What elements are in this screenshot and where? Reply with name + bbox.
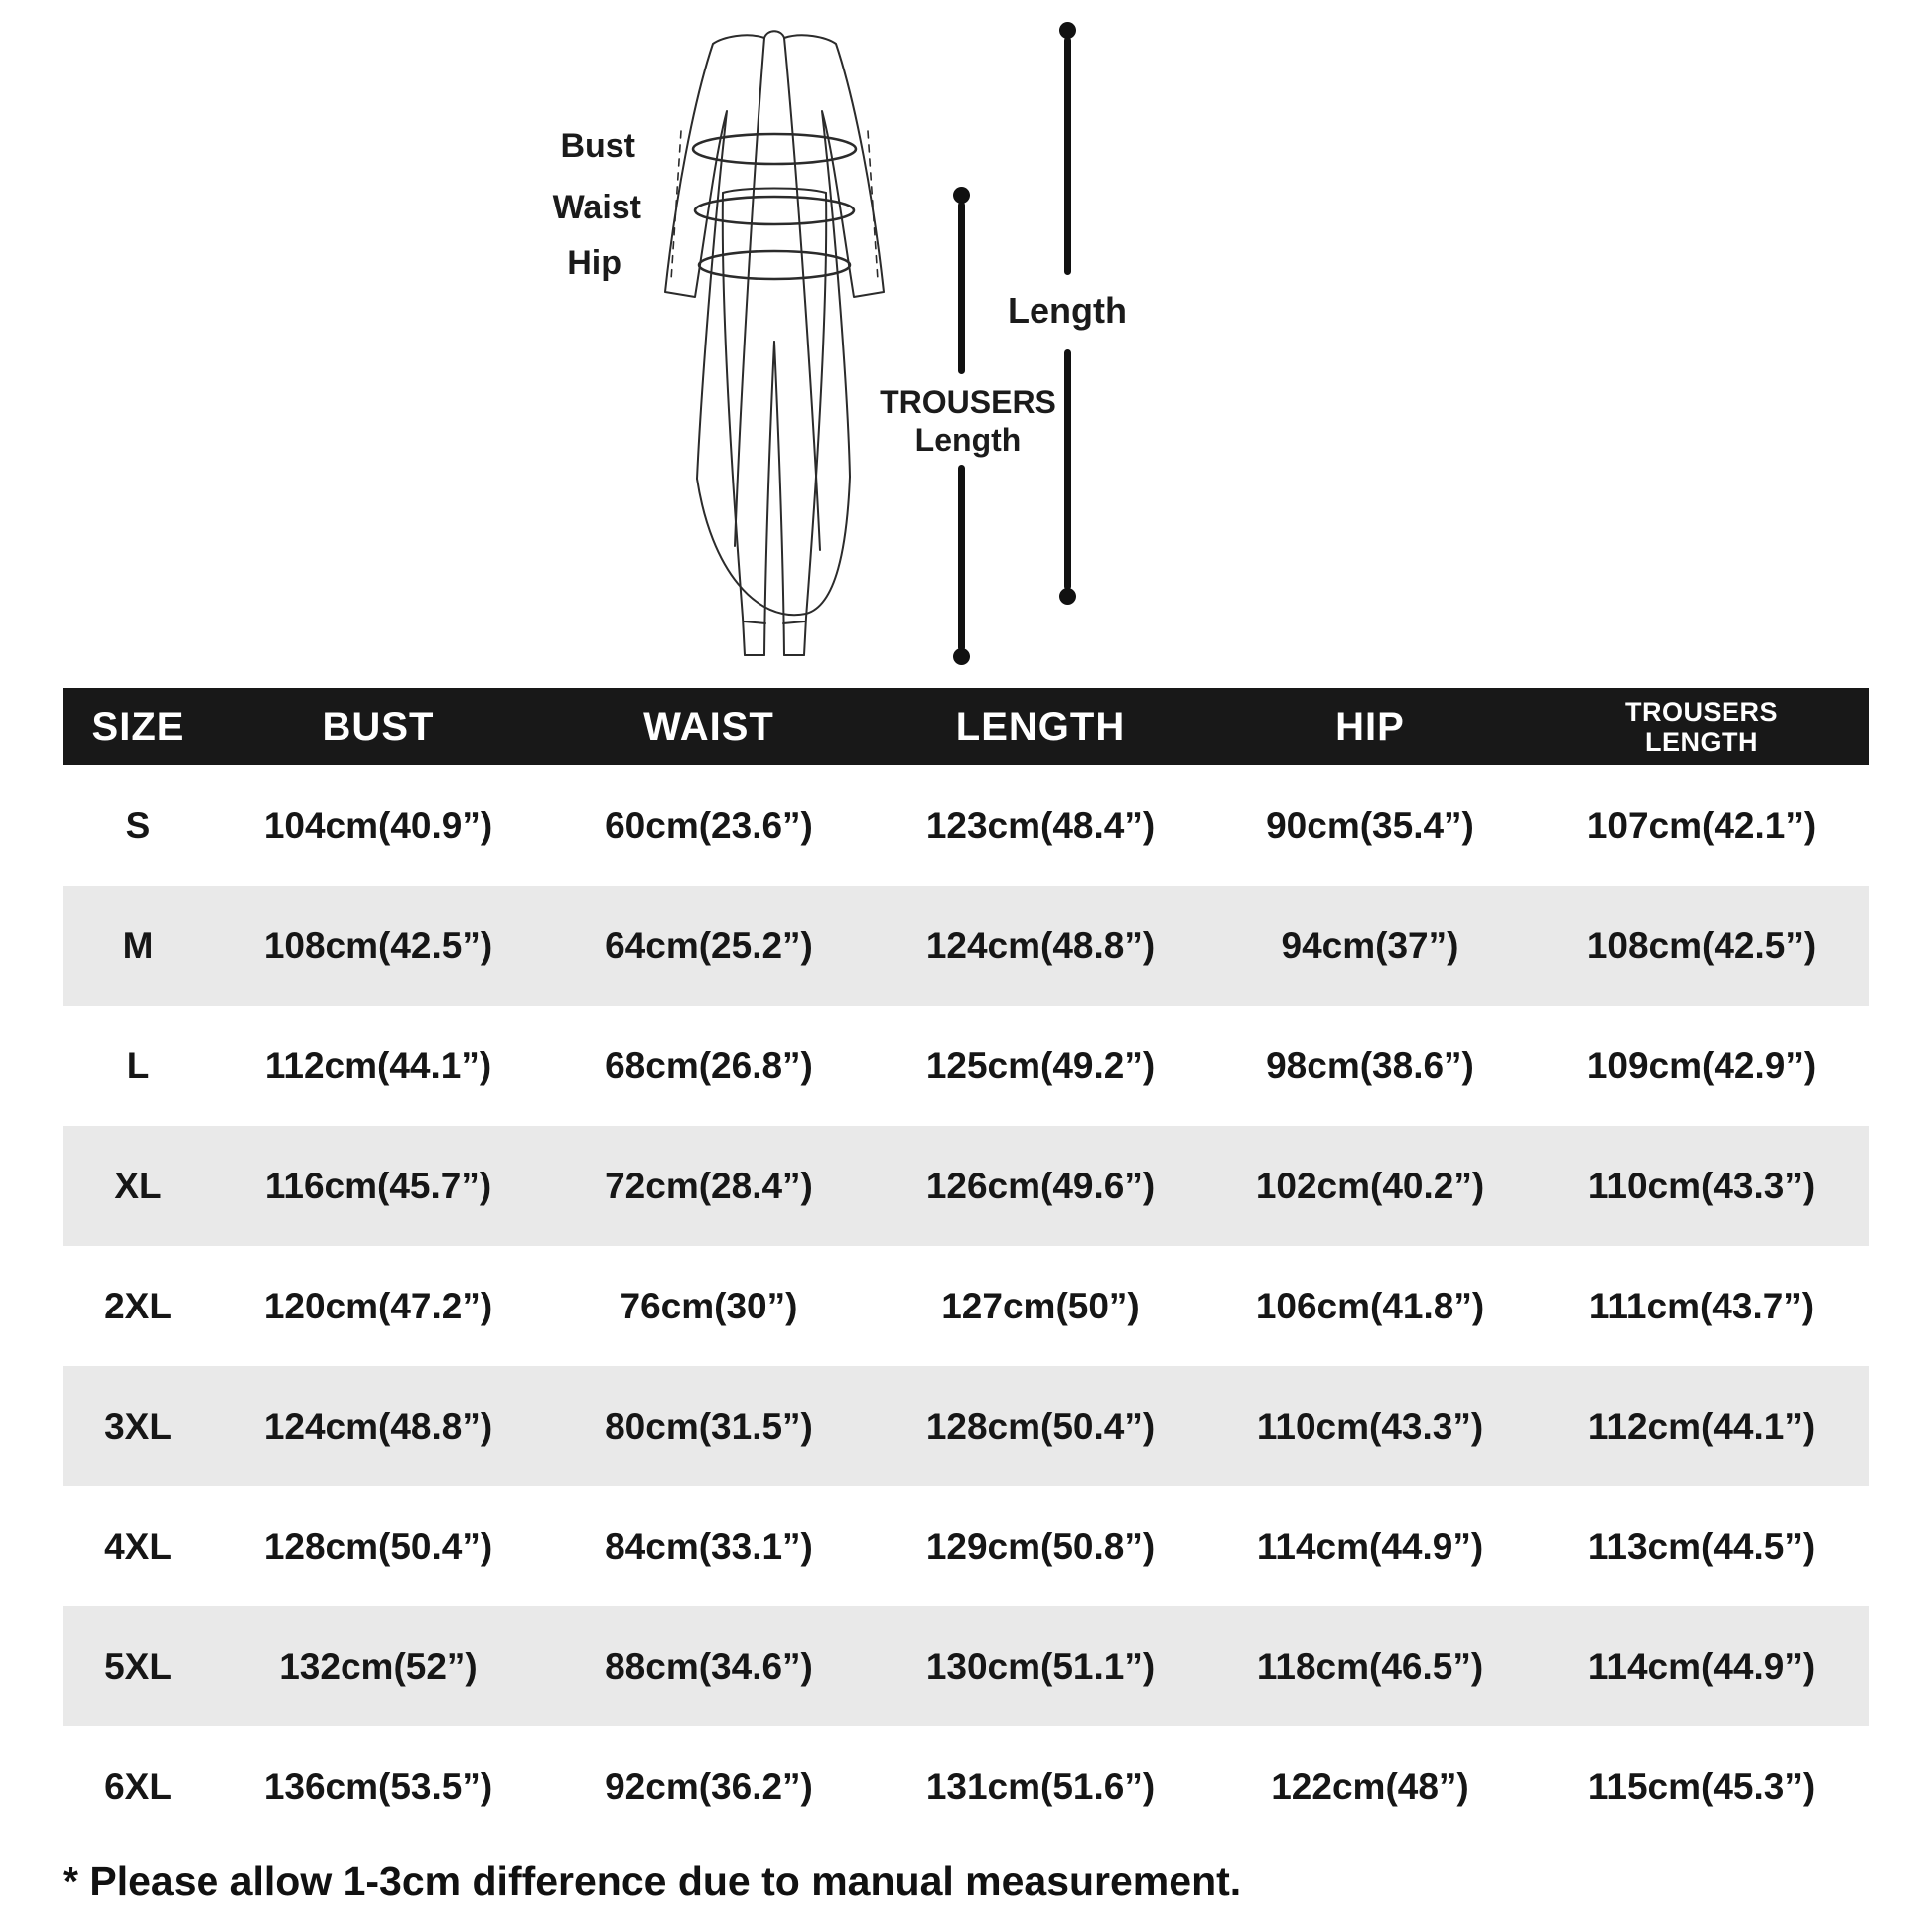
measurement-cell: 128cm(50.4”) bbox=[925, 1405, 1156, 1447]
length-measure-dot-bottom bbox=[1059, 588, 1076, 605]
measurement-cell: 123cm(48.4”) bbox=[925, 804, 1156, 846]
measurement-cell: 111cm(43.7”) bbox=[1588, 1285, 1815, 1326]
col-header-size: SIZE bbox=[63, 688, 213, 765]
table-row: 5XL 132cm(52”) 88cm(34.6”) 130cm(51.1”) 118c… bbox=[63, 1606, 1869, 1726]
measurement-cell: 68cm(26.8”) bbox=[605, 1044, 813, 1086]
measurement-cell: 108cm(42.5”) bbox=[263, 924, 493, 966]
size-cell: 2XL bbox=[104, 1285, 172, 1326]
length-measure-line-lower bbox=[1064, 349, 1071, 590]
measurement-cell: 64cm(25.2”) bbox=[605, 924, 813, 966]
measurement-cell: 118cm(46.5”) bbox=[1256, 1645, 1484, 1687]
col-header-hip: HIP bbox=[1206, 688, 1534, 765]
length-measure-line-upper bbox=[1064, 37, 1071, 275]
measurement-cell: 76cm(30”) bbox=[620, 1285, 798, 1326]
col-header-trousers-text: TROUSERS LENGTH bbox=[1624, 697, 1779, 757]
measurement-cell: 112cm(44.1”) bbox=[1587, 1405, 1816, 1447]
size-chart-table: SIZE BUST WAIST LENGTH HIP TROUSERS LENG… bbox=[63, 688, 1869, 1847]
measurement-cell: 131cm(51.6”) bbox=[925, 1765, 1156, 1807]
size-cell: M bbox=[122, 924, 154, 966]
trousers-measure-dot-bottom bbox=[953, 648, 970, 665]
col-header-bust: BUST bbox=[213, 688, 543, 765]
measurement-cell: 90cm(35.4”) bbox=[1266, 804, 1474, 846]
col-header-waist: WAIST bbox=[543, 688, 875, 765]
trousers-length-label: TROUSERS Length bbox=[839, 383, 1097, 459]
measurement-cell: 104cm(40.9”) bbox=[263, 804, 493, 846]
garment-sketch bbox=[664, 30, 885, 656]
measurement-cell: 136cm(53.5”) bbox=[263, 1765, 493, 1807]
measurement-cell: 115cm(45.3”) bbox=[1587, 1765, 1816, 1807]
measurement-cell: 92cm(36.2”) bbox=[605, 1765, 813, 1807]
col-header-trousers-length: TROUSERS LENGTH bbox=[1534, 688, 1869, 765]
measurement-cell: 80cm(31.5”) bbox=[605, 1405, 813, 1447]
measurement-cell: 84cm(33.1”) bbox=[605, 1525, 813, 1567]
measurement-cell: 114cm(44.9”) bbox=[1587, 1645, 1816, 1687]
table-row: 3XL 124cm(48.8”) 80cm(31.5”) 128cm(50.4”) 11… bbox=[63, 1366, 1869, 1486]
size-cell: S bbox=[125, 804, 151, 846]
measurement-cell: 124cm(48.8”) bbox=[263, 1405, 493, 1447]
measurement-cell: 113cm(44.5”) bbox=[1587, 1525, 1816, 1567]
size-cell: 5XL bbox=[104, 1645, 172, 1687]
table-row: L 112cm(44.1”) 68cm(26.8”) 125cm(49.2”) 98cm… bbox=[63, 1006, 1869, 1126]
table-row: XL 116cm(45.7”) 72cm(28.4”) 126cm(49.6”) 102… bbox=[63, 1126, 1869, 1246]
table-row: S 104cm(40.9”) 60cm(23.6”) 123cm(48.4”) 90cm… bbox=[63, 765, 1869, 886]
size-cell: 4XL bbox=[104, 1525, 172, 1567]
size-cell: 3XL bbox=[104, 1405, 172, 1447]
table-header-row: SIZE BUST WAIST LENGTH HIP TROUSERS LENG… bbox=[63, 688, 1869, 765]
bust-label: Bust bbox=[560, 127, 635, 165]
size-table-body: S 104cm(40.9”) 60cm(23.6”) 123cm(48.4”) 90cm… bbox=[63, 765, 1869, 1847]
hip-label: Hip bbox=[567, 244, 621, 282]
size-cell: XL bbox=[114, 1165, 162, 1206]
measurement-cell: 98cm(38.6”) bbox=[1266, 1044, 1474, 1086]
table-row: 2XL 120cm(47.2”) 76cm(30”) 127cm(50”) 106cm(… bbox=[63, 1246, 1869, 1366]
measurement-cell: 112cm(44.1”) bbox=[264, 1044, 492, 1086]
waist-label: Waist bbox=[552, 189, 641, 226]
measurement-cell: 128cm(50.4”) bbox=[263, 1525, 493, 1567]
measurement-cell: 60cm(23.6”) bbox=[605, 804, 813, 846]
measurement-cell: 110cm(43.3”) bbox=[1256, 1405, 1484, 1447]
table-row: 4XL 128cm(50.4”) 84cm(33.1”) 129cm(50.8”) 11… bbox=[63, 1486, 1869, 1606]
size-cell: 6XL bbox=[104, 1765, 172, 1807]
measurement-cell: 109cm(42.9”) bbox=[1587, 1044, 1817, 1086]
trousers-measure-dot-top bbox=[953, 187, 970, 204]
measurement-cell: 102cm(40.2”) bbox=[1255, 1165, 1485, 1206]
measurement-disclaimer: * Please allow 1-3cm difference due to m… bbox=[63, 1859, 1242, 1904]
measurement-diagram: Bust Waist Hip Length TROUSERS Length bbox=[0, 0, 1932, 690]
measurement-cell: 126cm(49.6”) bbox=[925, 1165, 1156, 1206]
measurement-cell: 132cm(52”) bbox=[279, 1645, 478, 1687]
length-label: Length bbox=[1008, 290, 1127, 331]
measurement-cell: 120cm(47.2”) bbox=[263, 1285, 493, 1326]
measurement-cell: 116cm(45.7”) bbox=[264, 1165, 492, 1206]
measurement-cell: 106cm(41.8”) bbox=[1255, 1285, 1485, 1326]
length-measure-dot-top bbox=[1059, 22, 1076, 39]
measurement-cell: 110cm(43.3”) bbox=[1587, 1165, 1816, 1206]
table-row: M 108cm(42.5”) 64cm(25.2”) 124cm(48.8”) 94cm… bbox=[63, 886, 1869, 1006]
measurement-cell: 124cm(48.8”) bbox=[925, 924, 1156, 966]
col-header-length: LENGTH bbox=[875, 688, 1206, 765]
measurement-cell: 127cm(50”) bbox=[941, 1285, 1140, 1326]
trousers-measure-line-upper bbox=[958, 202, 965, 374]
measurement-cell: 108cm(42.5”) bbox=[1587, 924, 1817, 966]
size-cell: L bbox=[126, 1044, 150, 1086]
table-row: 6XL 136cm(53.5”) 92cm(36.2”) 131cm(51.6”) 12… bbox=[63, 1726, 1869, 1847]
measurement-cell: 72cm(28.4”) bbox=[605, 1165, 813, 1206]
measurement-cell: 122cm(48”) bbox=[1271, 1765, 1469, 1807]
measurement-cell: 107cm(42.1”) bbox=[1587, 804, 1817, 846]
measurement-cell: 125cm(49.2”) bbox=[925, 1044, 1156, 1086]
measurement-cell: 129cm(50.8”) bbox=[925, 1525, 1156, 1567]
measurement-cell: 130cm(51.1”) bbox=[925, 1645, 1156, 1687]
trousers-label-line2: Length bbox=[914, 422, 1022, 458]
measurement-cell: 88cm(34.6”) bbox=[605, 1645, 813, 1687]
measurement-cell: 94cm(37”) bbox=[1281, 924, 1459, 966]
measurement-cell: 114cm(44.9”) bbox=[1256, 1525, 1484, 1567]
trousers-label-line1: TROUSERS bbox=[880, 384, 1056, 420]
trousers-measure-line-lower bbox=[958, 465, 965, 651]
